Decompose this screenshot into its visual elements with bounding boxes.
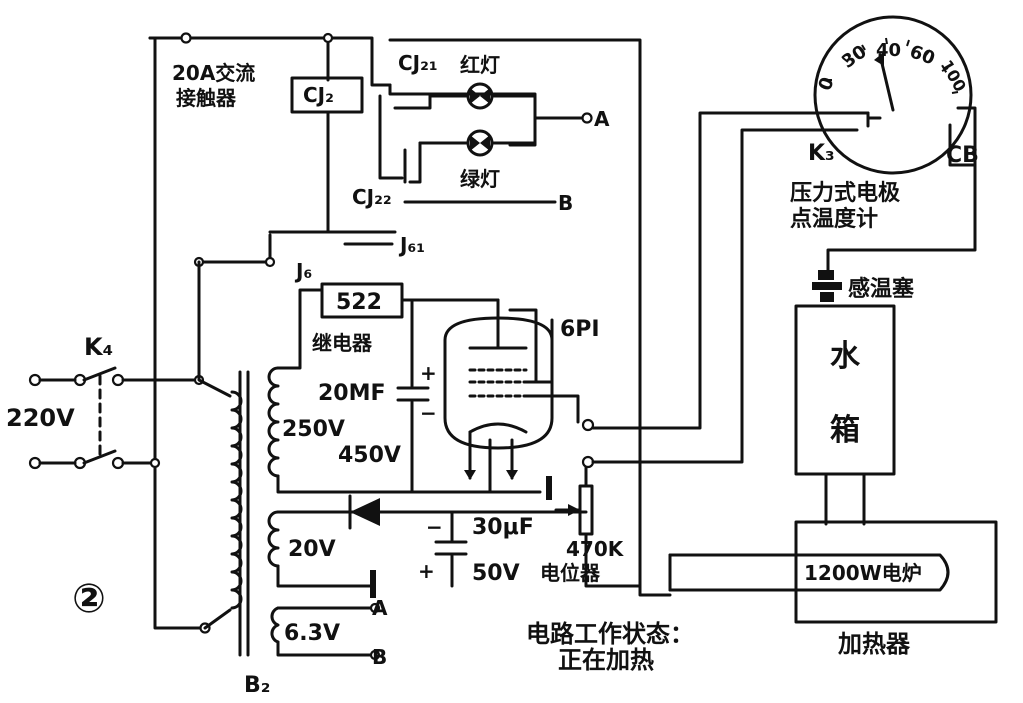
grid-terminal: [581, 418, 595, 432]
pot-to-cb-wire: [591, 128, 859, 464]
gauge-scale-30: 30: [838, 41, 871, 73]
tank-legs: [824, 472, 866, 526]
relay-to-plate-wire: [400, 298, 500, 327]
terminal-b-top: B: [558, 191, 573, 215]
supply-voltage: 220V: [6, 404, 75, 432]
gauge-name-1: 压力式电极: [790, 181, 901, 206]
primary-wiring: [149, 256, 276, 634]
cj22-label: CJ₂₂: [352, 185, 392, 209]
transformer-label: B₂: [244, 673, 270, 698]
top-bus-node: [322, 32, 334, 44]
k4-label: K₄: [84, 333, 113, 361]
sensor-label: 感温塞: [848, 276, 915, 302]
cap1-plus: +: [420, 361, 437, 385]
transformer-b2: [230, 288, 542, 661]
contactor-title-2: 接触器: [176, 86, 237, 110]
v20-label: 20V: [288, 537, 336, 562]
v450-label: 450V: [338, 443, 401, 468]
capacitor-30uf: [434, 510, 468, 588]
cap1-minus: −: [420, 401, 437, 425]
water-tank: [794, 304, 896, 476]
v63-label: 6.3V: [284, 621, 340, 646]
status-line-1: 电路工作状态：: [526, 620, 694, 648]
cj22-contact: [378, 94, 557, 204]
electric-stove: [668, 553, 950, 592]
cap2-voltage: 50V: [472, 561, 520, 586]
j61-label: J₆₁: [398, 233, 425, 257]
tank-label-1: 水: [830, 339, 861, 374]
cap2-value: 30μF: [472, 515, 534, 540]
cj2-coil: [290, 76, 364, 114]
heater-label: 加热器: [838, 630, 911, 658]
cj21-label: CJ₂₁: [398, 51, 438, 75]
terminal-b-bottom: B: [372, 645, 387, 669]
gauge-scale-0: 0: [815, 74, 839, 93]
terminal-a-top: A: [594, 107, 610, 131]
red-lamp-label: 红灯: [460, 53, 500, 77]
thermometer-gauge: [813, 15, 977, 272]
cap1-value: 20MF: [318, 381, 386, 406]
potentiometer-470k: [554, 458, 642, 588]
rectifier-diode: [348, 494, 588, 530]
red-lamp-icon: [428, 82, 537, 110]
tube-6p1: [443, 298, 580, 494]
grid-to-k3-wire: [591, 111, 870, 430]
gauge-scale-40: 40: [876, 40, 901, 61]
cathode-stop: [546, 476, 552, 500]
cap2-plus: +: [418, 559, 435, 583]
relay-name: 继电器: [312, 331, 373, 355]
terminal-a-bottom: A: [372, 596, 388, 620]
k3-label: K₃: [808, 141, 835, 166]
terminal-a-lamps: [581, 112, 593, 124]
capacitor-20mf: [396, 298, 430, 494]
top-bus-terminal: [180, 32, 192, 44]
contactor-title-1: 20A交流: [172, 61, 255, 85]
cj21-contact: [388, 83, 587, 147]
v250-label: 250V: [282, 417, 345, 442]
green-lamp-icon: [418, 129, 537, 157]
relay-number: 522: [336, 290, 382, 315]
stove-label: 1200W电炉: [804, 561, 922, 585]
top-bus-wires: [148, 36, 672, 630]
green-lamp-label: 绿灯: [460, 167, 500, 191]
cap2-minus: −: [426, 515, 443, 539]
tube-label: 6PI: [560, 317, 600, 342]
j6-label: J₆: [294, 259, 312, 283]
cj2-label: CJ₂: [303, 83, 334, 107]
ground-stop-20v: [370, 570, 376, 598]
gauge-scale-60: 60: [907, 41, 938, 69]
heater-box: [794, 520, 998, 624]
sensor-plug: [812, 270, 842, 302]
pot-value: 470K: [566, 537, 625, 561]
cb-label: CB: [946, 143, 979, 168]
pot-name: 电位器: [540, 561, 601, 585]
tank-label-2: 箱: [830, 413, 860, 448]
gauge-name-2: 点温度计: [790, 206, 878, 232]
figure-number: ②: [72, 576, 106, 622]
k4-switch: [28, 366, 202, 470]
status-line-2: 正在加热: [558, 646, 654, 674]
